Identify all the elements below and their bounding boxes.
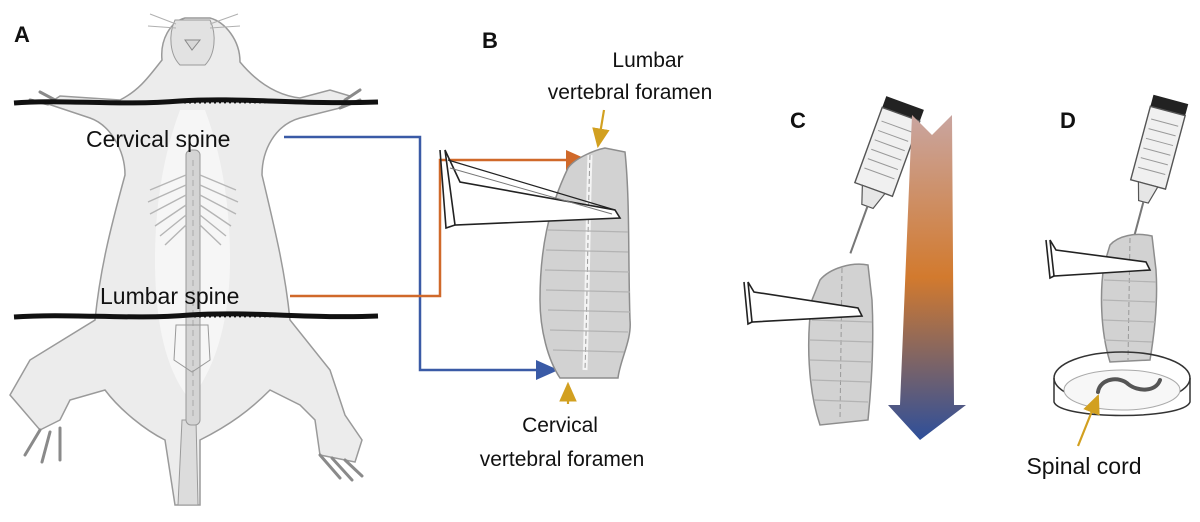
lumbar-foramen-label-line2: vertebral foramen xyxy=(548,81,713,104)
lumbar-cut-line xyxy=(13,311,379,320)
forceps-d-illustration xyxy=(1045,239,1152,280)
lumbar-foramen-label-line1: Lumbar xyxy=(612,49,683,72)
panel-letter-c: C xyxy=(790,108,806,133)
panel-letter-d: D xyxy=(1060,108,1076,133)
lumbar-connector-arrow xyxy=(290,150,589,298)
mouse-spine-illustration xyxy=(147,149,239,426)
spine-c-illustration xyxy=(807,263,874,426)
spinal-cord-pointer xyxy=(1076,393,1100,447)
isolated-spine-illustration xyxy=(539,147,631,379)
cervical-cut-line xyxy=(13,97,379,106)
cervical-spine-label: Cervical spine xyxy=(86,126,230,152)
spinal-cord-illustration xyxy=(1096,377,1162,394)
spinal-cord-label: Spinal cord xyxy=(1026,453,1141,479)
spine-d-illustration xyxy=(1100,233,1158,363)
cervical-foramen-label-line2: vertebral foramen xyxy=(480,448,645,471)
panel-letter-b: B xyxy=(482,28,498,53)
lumbar-spine-label: Lumbar spine xyxy=(100,283,239,309)
forceps-b-illustration xyxy=(439,149,622,230)
syringe-c-illustration xyxy=(849,96,924,254)
flush-direction-arrow xyxy=(888,115,966,440)
forceps-c-illustration xyxy=(743,281,864,326)
cervical-foramen-label-line1: Cervical xyxy=(522,414,598,437)
lumbar-foramen-pointer xyxy=(592,109,610,149)
cervical-connector-arrow xyxy=(284,135,559,380)
syringe-d-illustration xyxy=(1129,94,1189,237)
panel-letter-a: A xyxy=(14,22,30,47)
